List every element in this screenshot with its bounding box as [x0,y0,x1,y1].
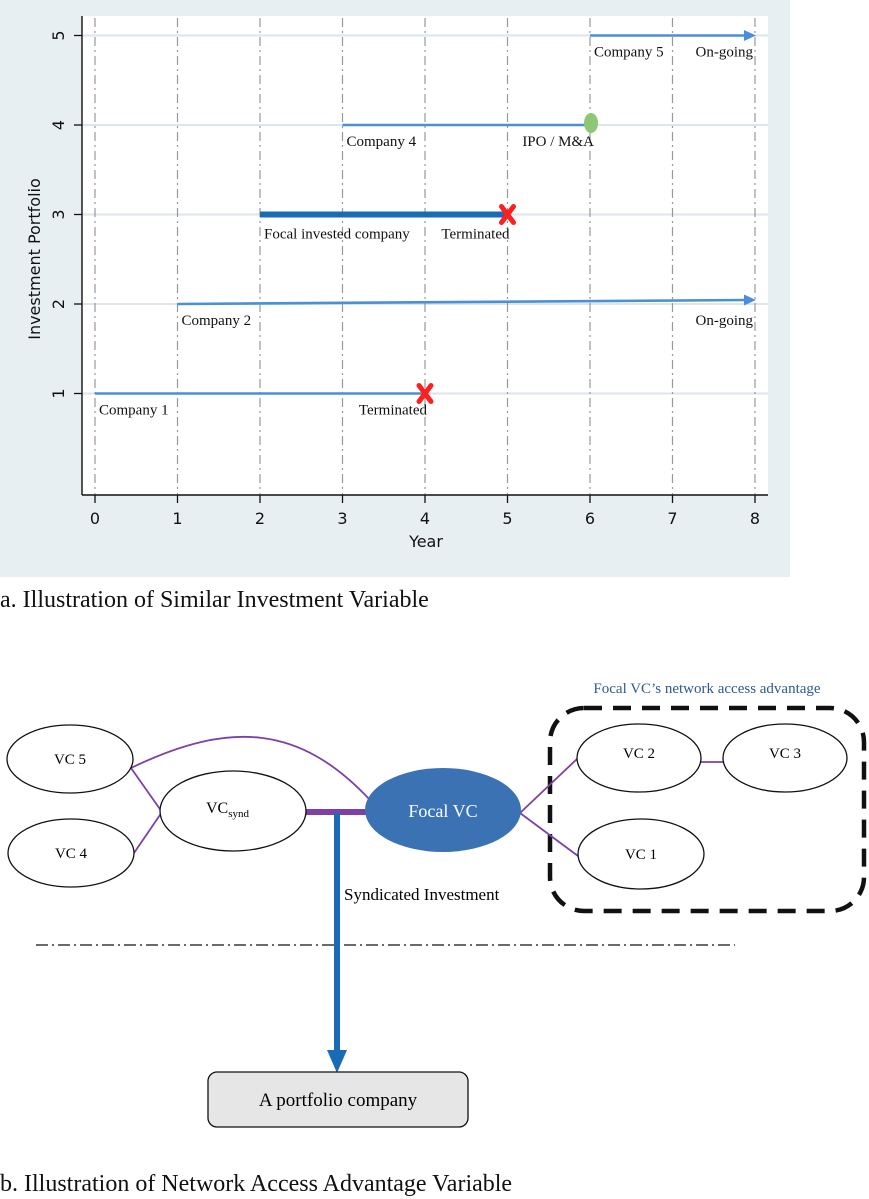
network-access-box [547,705,867,914]
series-outcome-4: IPO / M&A [522,134,594,150]
node-vc4-label: VC 4 [55,846,88,862]
node-vc2-label: VC 2 [623,746,655,762]
node-vc1: VC 1 [577,818,705,890]
syndicated-investment-label: Syndicated Investment [344,885,500,904]
portfolio-company-box: A portfolio company [207,1071,469,1128]
portfolio-company-label: A portfolio company [259,1090,418,1111]
node-vc5: VC 5 [6,724,134,794]
terminated-stroke [499,204,516,225]
y-tick-label: 3 [49,209,68,219]
edge-vc4-vcsynd [133,811,163,854]
node-vc3-label: VC 3 [769,746,801,762]
y-tick-label: 5 [49,30,68,40]
series-label-4: Company 4 [347,134,417,150]
edge-vc5-focal [130,735,371,801]
series-outcome-5: On-going [696,45,754,61]
exit-marker-4 [584,113,598,133]
series-label-3: Focal invested company [264,227,410,243]
terminated-marker-3 [499,204,516,225]
series-outcome-2: On-going [696,313,754,329]
x-tick-label: 1 [172,509,182,528]
x-tick-label: 3 [337,509,347,528]
node-focal-vc-label: Focal VC [408,801,477,821]
y-tick-label: 4 [49,120,68,130]
node-vc-synd: VCsynd [159,770,307,852]
terminated-marker-1 [416,383,434,404]
edge-focal-vc1 [519,812,579,857]
node-vc2: VC 2 [576,723,702,793]
edge-vc5-vcsynd [130,767,163,813]
edge-focal-vc2 [519,757,579,814]
node-vc-synd-label: VCsynd [206,800,250,820]
node-vc3: VC 3 [722,723,848,793]
series-outcome-1: Terminated [359,403,428,419]
y-axis-title: Investment Portfolio [25,178,44,340]
series-line-2 [177,298,748,306]
x-tick-label: 7 [667,509,677,528]
x-tick-label: 5 [502,509,512,528]
investment-arrow-head [327,1050,347,1073]
y-tick-label: 1 [49,388,68,398]
caption-a: a. Illustration of Similar Investment Va… [0,587,429,613]
caption-b: b. Illustration of Network Access Advant… [0,1171,513,1197]
series-label-2: Company 2 [182,313,252,329]
series-arrowhead-2 [744,294,756,306]
series-outcome-3: Terminated [441,227,510,243]
x-tick-label: 0 [90,509,100,528]
x-tick-label: 2 [255,509,265,528]
x-axis-title: Year [408,532,443,551]
y-tick-label: 2 [49,299,68,309]
x-tick-label: 8 [750,509,760,528]
series-label-5: Company 5 [594,45,664,61]
terminated-stroke [416,383,434,404]
node-vc5-label: VC 5 [54,752,86,768]
series-label-1: Company 1 [99,403,169,419]
network-box-title: Focal VC’s network access advantage [593,681,820,697]
x-tick-label: 6 [585,509,595,528]
node-focal-vc: Focal VC [365,768,521,852]
node-vc4: VC 4 [7,818,135,888]
node-vc1-label: VC 1 [625,847,657,863]
series-arrowhead-5 [744,30,756,41]
x-tick-label: 4 [420,509,430,528]
